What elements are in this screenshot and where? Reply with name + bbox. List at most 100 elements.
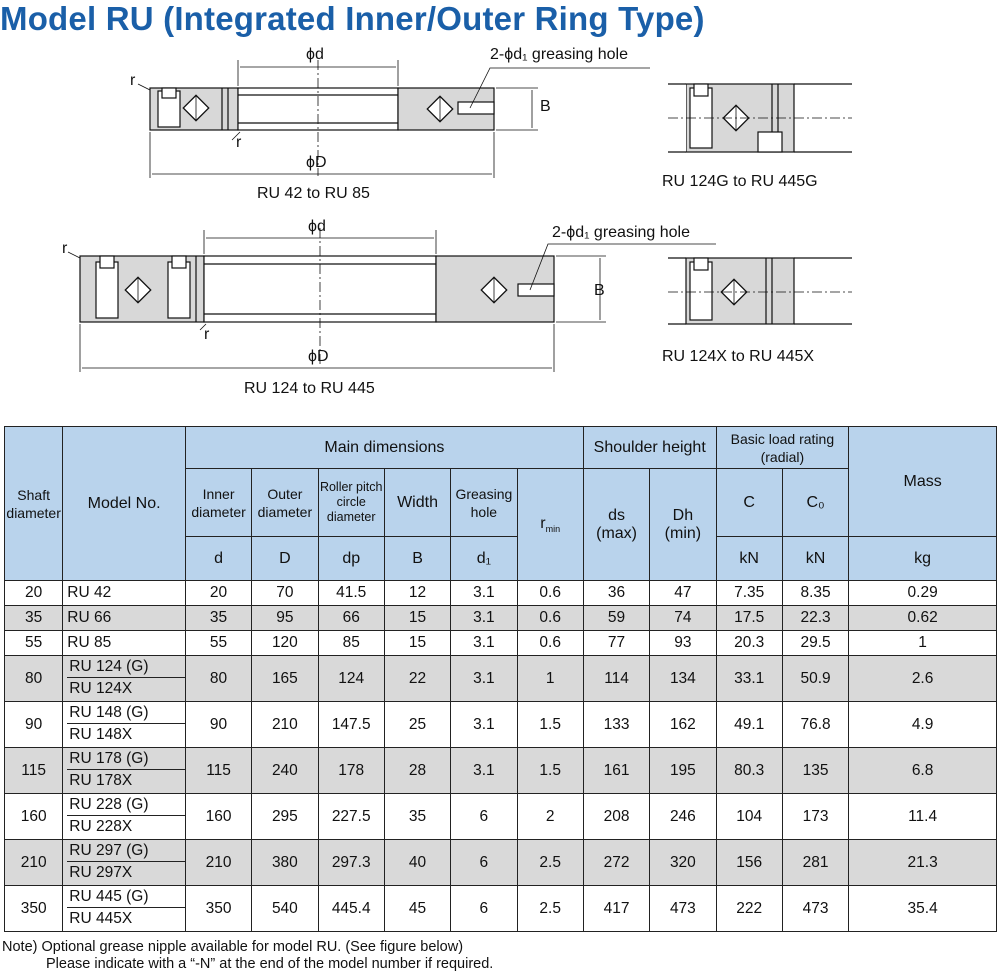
cell-dp: 178 xyxy=(317,747,385,794)
cell-mass: 6.8 xyxy=(848,747,997,794)
cell-ds: 208 xyxy=(582,793,651,840)
header-sym-D: D xyxy=(251,536,319,581)
bottom-outer-dia-label: ϕD xyxy=(308,348,329,365)
footnote-line-2: Please indicate with a “-N” at the end o… xyxy=(46,956,494,972)
cell-d1: 3.1 xyxy=(450,747,518,794)
bottom-width-label: B xyxy=(594,282,605,299)
header-dh: Dh(min) xyxy=(649,468,717,581)
header-unit-kg: kg xyxy=(848,536,997,581)
header-mass: Mass xyxy=(848,426,997,537)
cell-r: 2.5 xyxy=(516,839,584,886)
cell-b: 45 xyxy=(383,885,452,932)
cell-d: 240 xyxy=(251,747,319,794)
cell-mass: 1 xyxy=(848,630,997,656)
cell-c: 222 xyxy=(715,885,783,932)
cell-c0: 50.9 xyxy=(781,655,850,702)
cell-c: 20.3 xyxy=(715,630,783,656)
cell-c0: 173 xyxy=(781,793,850,840)
cell-model: RU 148 (G)RU 148X xyxy=(62,701,186,748)
cell-dh: 473 xyxy=(649,885,717,932)
cell-d: 35 xyxy=(184,605,253,631)
cell-mass: 35.4 xyxy=(848,885,997,932)
caption-ru124x: RU 124X to RU 445X xyxy=(662,348,815,365)
bottom-r-label-2: r xyxy=(204,326,210,343)
header-sym-d1: d₁ xyxy=(450,536,518,581)
cell-ds: 59 xyxy=(582,605,651,631)
cell-dh: 134 xyxy=(649,655,717,702)
cell-r: 2.5 xyxy=(516,885,584,932)
cell-r: 2 xyxy=(516,793,584,840)
cell-r: 1.5 xyxy=(516,747,584,794)
cell-d1: 3.1 xyxy=(450,580,518,606)
cell-d1: 3.1 xyxy=(450,605,518,631)
cell-d1: 6 xyxy=(450,793,518,840)
header-main-dimensions: Main dimensions xyxy=(184,426,584,469)
cell-d: 540 xyxy=(251,885,319,932)
cell-dp: 227.5 xyxy=(317,793,385,840)
top-inner-dia-label: ϕd xyxy=(306,46,324,63)
header-c0: C₀ xyxy=(781,468,850,537)
cell-c: 104 xyxy=(715,793,783,840)
header-shoulder: Shoulder height xyxy=(582,426,717,469)
caption-ru124g: RU 124G to RU 445G xyxy=(662,173,818,190)
cell-c0: 22.3 xyxy=(781,605,850,631)
cell-c0: 281 xyxy=(781,839,850,886)
cell-mass: 21.3 xyxy=(848,839,997,886)
cell-shaft: 210 xyxy=(3,839,64,886)
cell-ds: 77 xyxy=(582,630,651,656)
top-r-label-2: r xyxy=(236,134,242,151)
model-variant: RU 297 (G) xyxy=(67,840,185,862)
bottom-inner-dia-label: ϕd xyxy=(308,218,326,235)
header-ds: ds(max) xyxy=(582,468,651,581)
cell-b: 35 xyxy=(383,793,452,840)
cell-c0: 29.5 xyxy=(781,630,850,656)
cell-c: 17.5 xyxy=(715,605,783,631)
cell-model: RU 124 (G)RU 124X xyxy=(62,655,186,702)
cell-dp: 85 xyxy=(317,630,385,656)
cell-dp: 147.5 xyxy=(317,701,385,748)
cell-c0: 76.8 xyxy=(781,701,850,748)
cell-b: 12 xyxy=(383,580,452,606)
cell-shaft: 115 xyxy=(3,747,64,794)
cell-mass: 11.4 xyxy=(848,793,997,840)
footnote: Note) Optional grease nipple available f… xyxy=(2,939,493,973)
top-outer-dia-label: ϕD xyxy=(306,154,327,171)
cell-c0: 473 xyxy=(781,885,850,932)
cell-d: 210 xyxy=(251,701,319,748)
cell-d: 70 xyxy=(251,580,319,606)
cell-d: 90 xyxy=(184,701,253,748)
cell-dh: 93 xyxy=(649,630,717,656)
cell-r: 0.6 xyxy=(516,580,584,606)
cell-mass: 0.29 xyxy=(848,580,997,606)
cell-mass: 2.6 xyxy=(848,655,997,702)
cell-r: 1 xyxy=(516,655,584,702)
cell-dp: 124 xyxy=(317,655,385,702)
cell-d: 80 xyxy=(184,655,253,702)
cell-b: 15 xyxy=(383,605,452,631)
page-title: Model RU (Integrated Inner/Outer Ring Ty… xyxy=(0,0,705,37)
header-unit-kn-c: kN xyxy=(715,536,783,581)
cell-model: RU 85 xyxy=(62,630,186,656)
cell-model: RU 228 (G)RU 228X xyxy=(62,793,186,840)
cell-d1: 3.1 xyxy=(450,655,518,702)
cell-shaft: 160 xyxy=(3,793,64,840)
cell-d: 95 xyxy=(251,605,319,631)
cell-d: 380 xyxy=(251,839,319,886)
cell-d1: 3.1 xyxy=(450,630,518,656)
cell-dp: 297.3 xyxy=(317,839,385,886)
cell-shaft: 90 xyxy=(3,701,64,748)
drawing-ru124g xyxy=(668,83,852,153)
model-variant: RU 178 (G) xyxy=(67,748,185,770)
caption-ru42-85: RU 42 to RU 85 xyxy=(257,185,370,202)
cell-b: 15 xyxy=(383,630,452,656)
cell-d: 350 xyxy=(184,885,253,932)
header-width: Width xyxy=(383,468,452,537)
drawing-ru124x xyxy=(668,257,852,325)
cell-d: 210 xyxy=(184,839,253,886)
cell-b: 25 xyxy=(383,701,452,748)
